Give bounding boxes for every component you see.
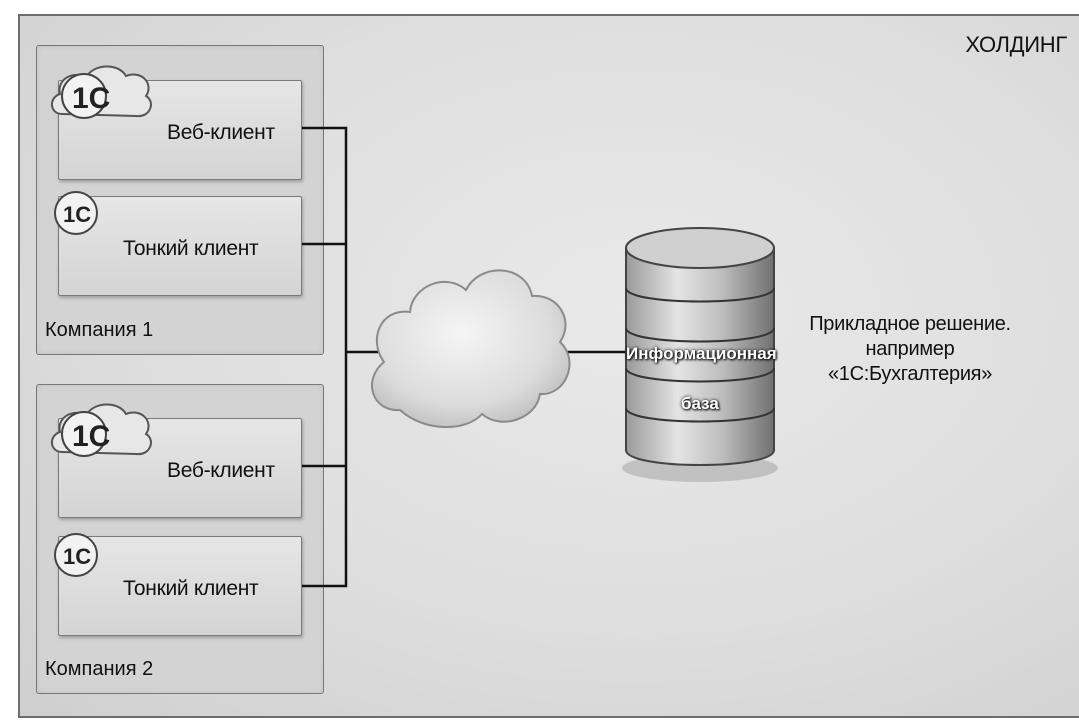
thin-client-label: Тонкий клиент	[123, 237, 259, 260]
1c-cloud-logo-icon: 1С	[51, 65, 152, 119]
1c-cloud-logo-icon: 1С	[51, 403, 152, 457]
logo-text: 1С	[72, 420, 110, 453]
bus-line	[302, 126, 348, 588]
web-client-label: Веб-клиент	[167, 121, 275, 144]
application-note: Прикладное решение. например «1С:Бухгалт…	[800, 312, 1020, 387]
company-2-label: Компания 2	[45, 658, 154, 680]
thin-client-label: Тонкий клиент	[123, 577, 259, 600]
database-label-line1: Информационная	[626, 344, 777, 363]
company-2-thin-client: Тонкий клиент	[58, 536, 302, 636]
internet-cloud-icon	[371, 269, 571, 428]
web-client-label: Веб-клиент	[167, 459, 275, 482]
company-1-label: Компания 1	[45, 319, 154, 341]
1c-logo-icon: 1С	[54, 191, 98, 235]
database-label-line2: база	[681, 394, 719, 413]
company-1-thin-client: Тонкий клиент	[58, 196, 302, 296]
database-icon	[622, 227, 778, 482]
application-note-line3: «1С:Бухгалтерия»	[827, 363, 993, 385]
holding-label: ХОЛДИНГ	[965, 32, 1067, 57]
logo-text: 1С	[63, 202, 91, 227]
application-note-line1: Прикладное решение.	[809, 313, 1011, 335]
logo-text: 1С	[63, 544, 91, 569]
logo-text: 1С	[72, 82, 110, 115]
application-note-line2: например	[865, 338, 955, 360]
connection-lines	[302, 126, 628, 588]
1c-logo-icon: 1С	[54, 533, 98, 577]
